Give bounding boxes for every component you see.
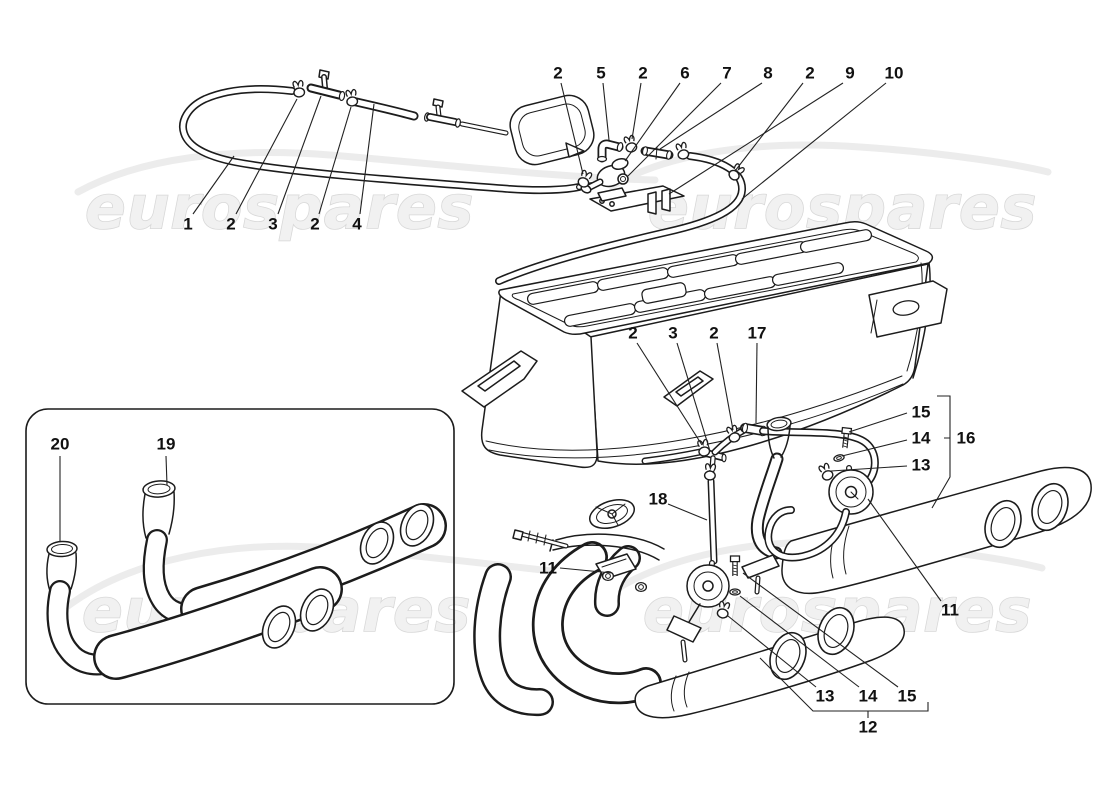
callout-13: 13 — [816, 687, 835, 706]
silencer-seam — [485, 375, 903, 451]
callout-20: 20 — [51, 435, 70, 454]
valve-seal-7 — [617, 173, 629, 185]
union-fitting-8 — [640, 146, 674, 160]
silencer-seam — [488, 383, 904, 459]
leader-line-2 — [235, 98, 298, 215]
callout-5: 5 — [596, 64, 605, 83]
leader-line-1 — [192, 155, 235, 215]
under-silencer-fittings — [641, 422, 879, 565]
silencer-cooling-slots — [526, 228, 873, 328]
leader-line-14 — [739, 595, 860, 688]
callout-2: 2 — [805, 64, 814, 83]
leader-line-11 — [559, 567, 613, 574]
exhaust-valve-actuator-left — [666, 560, 730, 663]
valve-bracket-9 — [589, 185, 685, 215]
car-swoosh — [608, 141, 1052, 190]
leader-line-2 — [636, 342, 703, 446]
callout-6: 6 — [680, 64, 689, 83]
leader-line-2 — [560, 82, 584, 175]
actuator-bolt-15 — [729, 555, 741, 577]
callout-2: 2 — [709, 324, 718, 343]
car-swoosh — [74, 149, 659, 196]
callout-2: 2 — [553, 64, 562, 83]
leader-line-8 — [659, 82, 763, 150]
group-bracket-12 — [759, 657, 929, 718]
actuator-washer-14 — [832, 453, 846, 463]
callout-9: 9 — [845, 64, 854, 83]
callout-2: 2 — [310, 215, 319, 234]
elbow-fitting-5 — [596, 139, 624, 163]
callout-2: 2 — [628, 324, 637, 343]
callout-11: 11 — [941, 601, 959, 620]
callout-13: 13 — [912, 456, 931, 475]
leader-line-5 — [602, 82, 610, 141]
hose-clamp — [703, 462, 717, 481]
tailpipe-assembly-upper — [741, 416, 1092, 595]
leader-line-18 — [667, 503, 708, 521]
hose-clamp — [622, 134, 639, 154]
actuator-washer-14 — [729, 588, 741, 596]
vacuum-canister — [509, 94, 595, 166]
silencer-left-hook-bracket — [461, 350, 538, 408]
callout-3: 3 — [668, 324, 677, 343]
tee-fitting-canister — [423, 98, 509, 136]
leader-line-15 — [848, 412, 908, 433]
hose-clamp — [344, 88, 359, 108]
callout-19: 19 — [157, 435, 176, 454]
leader-line-13 — [727, 615, 817, 688]
group-bracket-16 — [931, 395, 951, 509]
callout-4: 4 — [352, 215, 362, 234]
leader-line-14 — [841, 439, 908, 457]
callout-15: 15 — [898, 687, 917, 706]
leader-line-6 — [624, 82, 681, 162]
canister-nib — [565, 142, 585, 158]
leader-line-2 — [318, 106, 352, 215]
leader-line-9 — [668, 82, 844, 195]
leader-line-7 — [627, 82, 722, 177]
header-pipe-20 — [46, 540, 343, 680]
exhaust-valve-actuator-right — [764, 465, 874, 562]
hose-clamp-13 — [817, 461, 835, 483]
callout-8: 8 — [763, 64, 772, 83]
hex-nut — [634, 581, 648, 593]
callout-2: 2 — [226, 215, 235, 234]
leader-line-3 — [277, 95, 322, 215]
silencer-box — [461, 220, 948, 469]
leader-line-3 — [676, 342, 711, 452]
callout-2: 2 — [638, 64, 647, 83]
callout-14: 14 — [859, 687, 878, 706]
hose-4 — [347, 96, 419, 121]
callout-11: 11 — [539, 559, 557, 578]
tee-fitting-3 — [306, 69, 346, 102]
leader-line-17 — [755, 342, 758, 424]
callout-18: 18 — [649, 490, 668, 509]
leader-line-10 — [741, 82, 887, 200]
leader-line-13 — [830, 465, 908, 472]
silencer-top-inset — [511, 228, 919, 328]
vacuum-hose-loop — [179, 85, 583, 195]
callout-15: 15 — [912, 403, 931, 422]
leader-line-2 — [716, 342, 734, 431]
inset-box — [25, 408, 455, 705]
leader-line-15 — [742, 572, 899, 688]
leader-line-2 — [631, 82, 642, 140]
callout-12: 12 — [859, 718, 878, 737]
callout-10: 10 — [885, 64, 904, 83]
callout-17: 17 — [748, 324, 767, 343]
callout-14: 14 — [912, 429, 931, 448]
callout-3: 3 — [268, 215, 277, 234]
group-bracket-layer — [759, 395, 951, 718]
callout-7: 7 — [722, 64, 731, 83]
callout-16: 16 — [957, 429, 976, 448]
leader-line-4 — [359, 103, 375, 215]
silencer-right-bracket — [868, 280, 948, 338]
leader-line-2 — [734, 82, 804, 172]
callout-1: 1 — [183, 215, 192, 234]
leader-line-11 — [867, 498, 942, 602]
leader-line-19 — [165, 455, 168, 486]
